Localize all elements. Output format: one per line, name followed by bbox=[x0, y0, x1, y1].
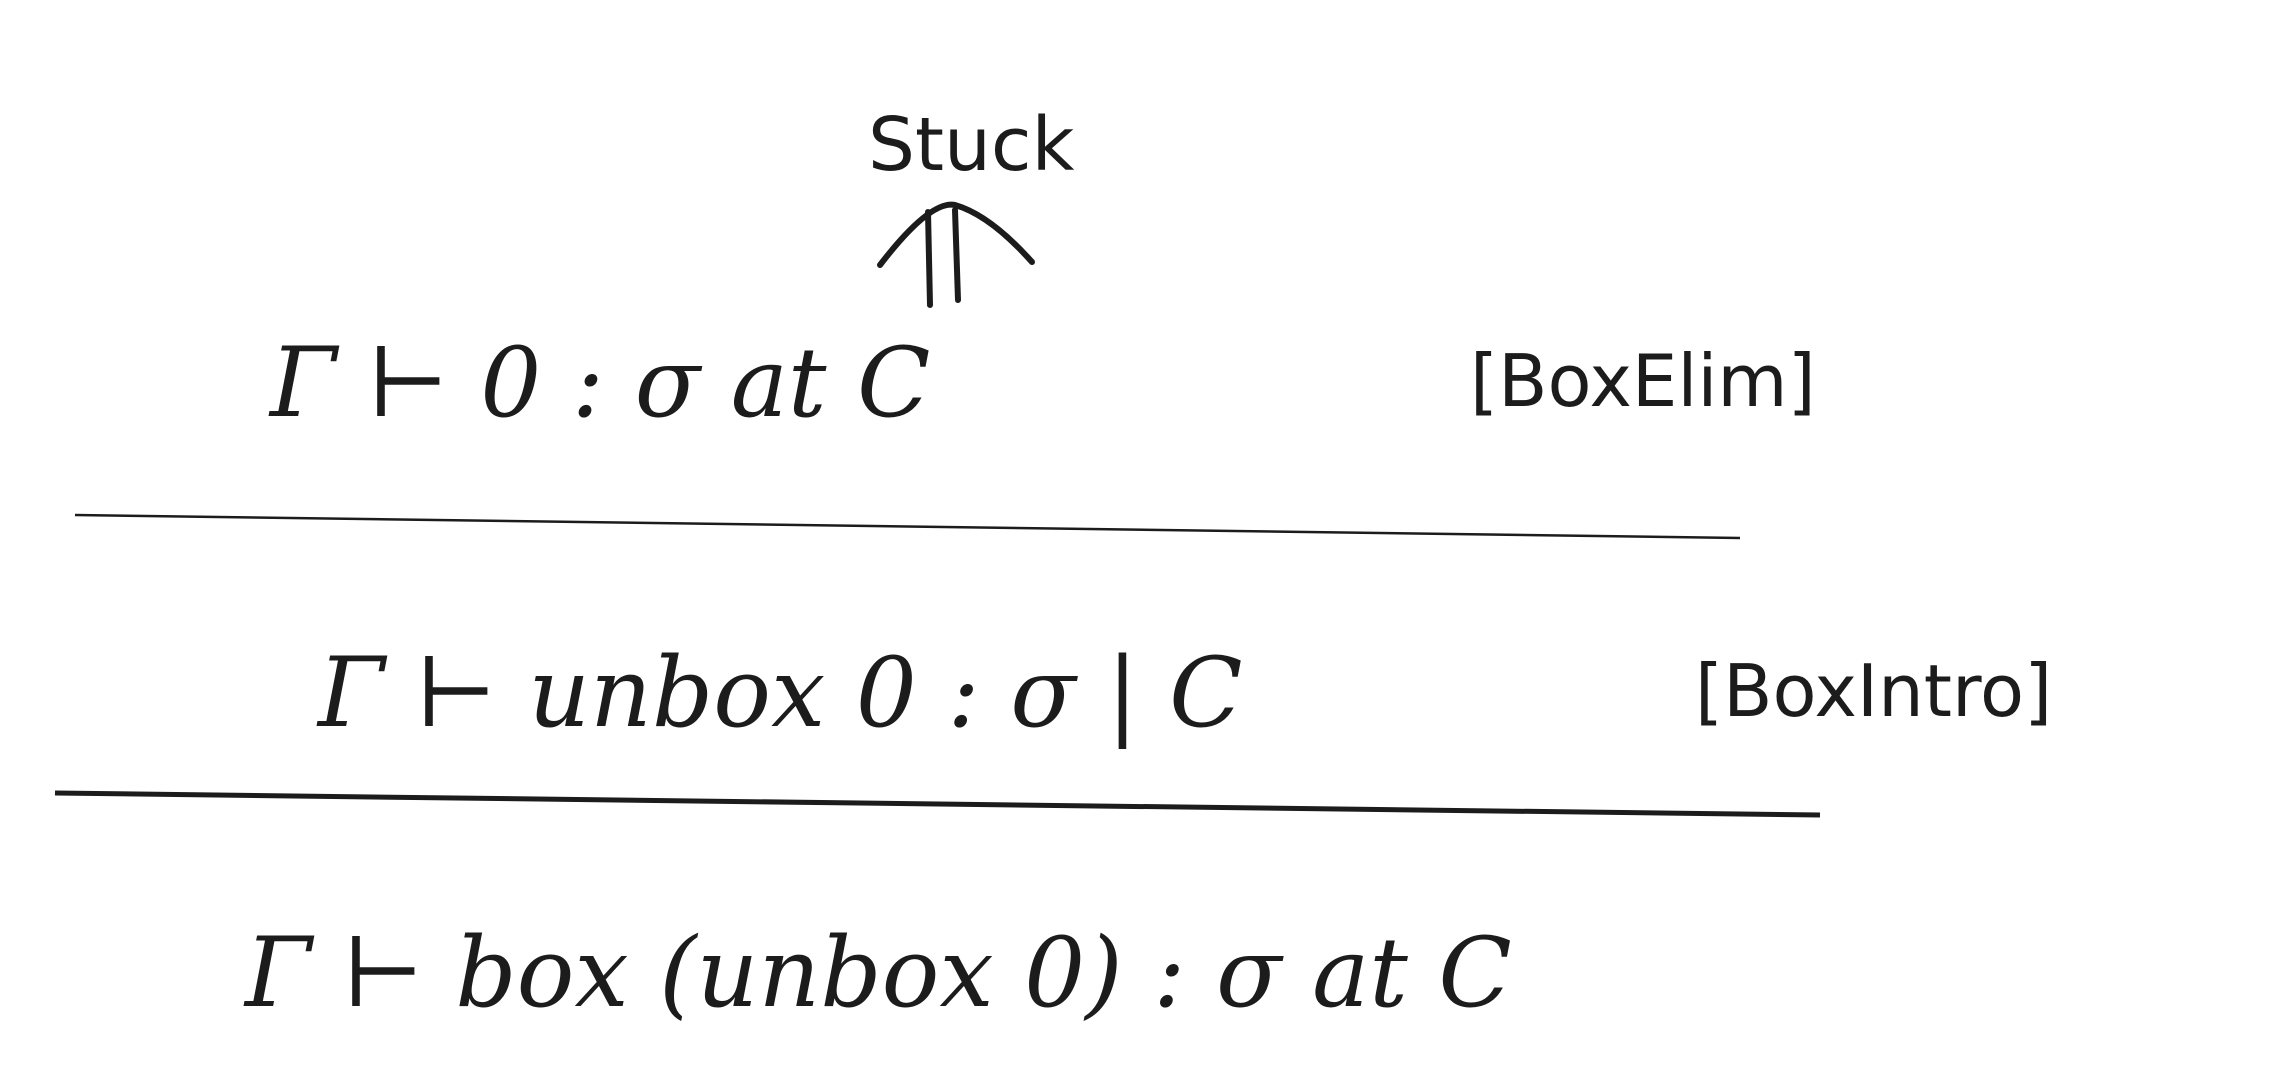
box-intro-rule-label: [BoxIntro] bbox=[1695, 649, 2053, 733]
middle-judgement: Γ ⊢ unbox 0 : σ | C bbox=[318, 637, 1243, 749]
box-elim-rule-label: [BoxElim] bbox=[1470, 339, 1816, 423]
inference-rule-line-2 bbox=[54, 790, 1821, 818]
conclusion-judgement: Γ ⊢ box (unbox 0) : σ at C bbox=[245, 917, 1512, 1029]
stuck-annotation: Stuck bbox=[868, 102, 1075, 188]
double-up-arrow bbox=[877, 201, 1035, 308]
inference-rule-line-1 bbox=[74, 513, 1741, 540]
premise-judgement: Γ ⊢ 0 : σ at C bbox=[270, 327, 931, 439]
